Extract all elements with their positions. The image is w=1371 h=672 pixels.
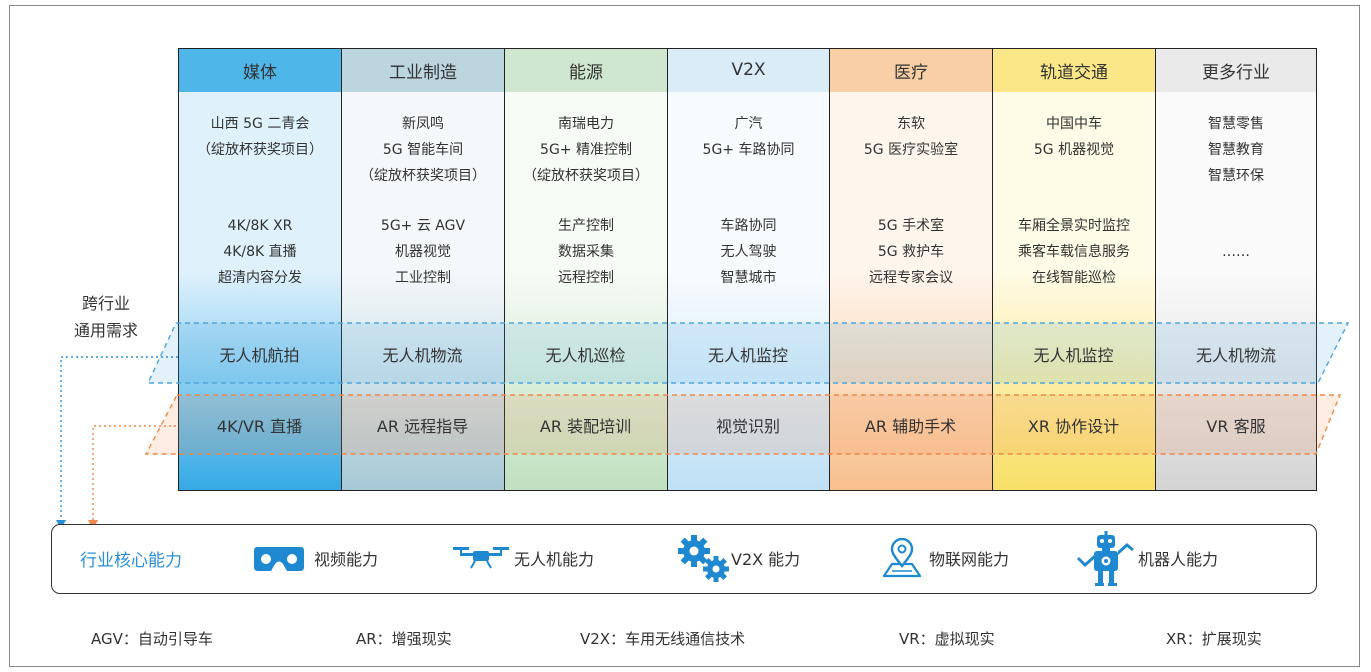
column-applications: 生产控制 数据采集 远程控制 xyxy=(558,218,614,286)
drone-band-item: 无人机物流 xyxy=(382,346,463,365)
gears-icon xyxy=(678,535,729,582)
column-header: 医疗 xyxy=(894,62,928,83)
column-applications: 5G+ 云 AGV 机器视觉 工业控制 xyxy=(380,218,466,286)
column-header: V2X xyxy=(731,60,766,80)
xr-band-item: 4K/VR 直播 xyxy=(216,417,303,436)
capability-drone: 无人机能力 xyxy=(514,550,595,569)
abbr-agv: AGV：自动引导车 xyxy=(91,630,213,648)
capability-iot: 物联网能力 xyxy=(929,550,1010,569)
robot-icon xyxy=(1077,531,1134,586)
column-header-fill xyxy=(341,48,504,92)
column-cases: 新凤鸣 5G 智能车间 （绽放杯获奖项目） xyxy=(360,116,486,184)
column-header-fill xyxy=(992,48,1155,92)
table-bottom-border xyxy=(178,490,1317,491)
column-body-fill xyxy=(1155,92,1317,490)
cross-industry-label: 跨行业 通用需求 xyxy=(73,294,138,340)
column-cases: 智慧零售 智慧教育 智慧环保 xyxy=(1208,116,1264,184)
industry-column: V2X 广汽 5G+ 车路协同车路协同 无人驾驶 智慧城市 xyxy=(667,48,829,491)
map-pin-icon xyxy=(882,538,922,578)
column-header: 轨道交通 xyxy=(1040,62,1108,83)
capability-robot: 机器人能力 xyxy=(1138,550,1219,569)
column-applications: 车厢全景实时监控 乘客车载信息服务 在线智能巡检 xyxy=(1018,218,1130,286)
industry-column: 能源南瑞电力 5G+ 精准控制 （绽放杯获奖项目） 生产控制 数据采集 远程控制 xyxy=(504,48,667,491)
vr-headset-icon xyxy=(254,547,304,571)
column-applications: 4K/8K XR 4K/8K 直播 超清内容分发 xyxy=(218,218,302,286)
column-header: 能源 xyxy=(569,62,603,83)
xr-band xyxy=(144,394,1342,455)
abbr-xr: XR：扩展现实 xyxy=(1166,630,1262,648)
column-body-fill xyxy=(992,92,1155,490)
column-header-fill xyxy=(178,48,341,92)
abbr-vr: VR：虚拟现实 xyxy=(899,630,995,648)
column-applications: 5G 手术室 5G 救护车 远程专家会议 xyxy=(869,218,953,286)
xr-band-item: AR 装配培训 xyxy=(539,417,632,436)
drone-band-item: 无人机航拍 xyxy=(219,346,300,365)
xr-band-item: 视觉识别 xyxy=(715,417,780,436)
outer-frame xyxy=(9,5,1360,667)
column-body-fill xyxy=(667,92,829,490)
column-applications: …… xyxy=(1222,244,1250,260)
column-cases: 中国中车 5G 机器视觉 xyxy=(1033,116,1115,158)
column-header-fill xyxy=(504,48,667,92)
xr-band-item: AR 辅助手术 xyxy=(864,417,957,436)
industry-column: 工业制造新凤鸣 5G 智能车间 （绽放杯获奖项目） 5G+ 云 AGV 机器视觉 … xyxy=(341,48,504,491)
column-body-fill xyxy=(829,92,992,490)
abbr-v2x: V2X：车用无线通信技术 xyxy=(580,630,746,648)
column-body-fill xyxy=(178,92,341,490)
column-header-fill xyxy=(1155,48,1317,92)
drone-band-item: 无人机监控 xyxy=(707,346,788,365)
column-header-fill xyxy=(829,48,992,92)
xr-band-item: XR 协作设计 xyxy=(1027,417,1120,436)
drone-connector-line xyxy=(60,356,178,522)
column-header-fill xyxy=(667,48,829,92)
industry-column: 更多行业智慧零售 智慧教育 智慧环保 …… xyxy=(1155,48,1317,491)
xr-band-item: AR 远程指导 xyxy=(376,417,469,436)
industry-column: 医疗东软 5G 医疗实验室 5G 手术室 5G 救护车 远程专家会议 xyxy=(829,48,992,491)
drone-band xyxy=(146,322,1350,384)
drone-band-item: 无人机监控 xyxy=(1033,346,1114,365)
column-body-fill xyxy=(341,92,504,490)
xr-band-item: VR 客服 xyxy=(1206,417,1266,436)
capability-video: 视频能力 xyxy=(314,550,379,569)
column-applications: 车路协同 无人驾驶 智慧城市 xyxy=(720,218,777,286)
drone-band-item: 无人机巡检 xyxy=(545,346,626,365)
column-cases: 广汽 5G+ 车路协同 xyxy=(702,116,795,158)
table-top-border xyxy=(178,48,1317,49)
capability-v2x: V2X 能力 xyxy=(731,550,801,569)
core-capability-title: 行业核心能力 xyxy=(80,551,182,571)
column-header: 更多行业 xyxy=(1202,62,1270,83)
drone-band-item: 无人机物流 xyxy=(1195,346,1276,365)
column-cases: 山西 5G 二青会 （绽放杯获奖项目） xyxy=(197,116,323,158)
industry-column: 轨道交通中国中车 5G 机器视觉车厢全景实时监控 乘客车载信息服务 在线智能巡检 xyxy=(992,48,1155,491)
column-cases: 南瑞电力 5G+ 精准控制 （绽放杯获奖项目） xyxy=(523,116,649,184)
column-cases: 东软 5G 医疗实验室 xyxy=(863,116,959,158)
abbr-ar: AR：增强现实 xyxy=(356,630,452,648)
industry-column: 媒体山西 5G 二青会 （绽放杯获奖项目） 4K/8K XR 4K/8K 直播 超… xyxy=(178,48,341,491)
drone-icon xyxy=(453,547,509,569)
column-body-fill xyxy=(504,92,667,490)
column-header: 媒体 xyxy=(243,62,277,83)
column-header: 工业制造 xyxy=(389,62,457,83)
xr-connector-line xyxy=(92,425,176,522)
